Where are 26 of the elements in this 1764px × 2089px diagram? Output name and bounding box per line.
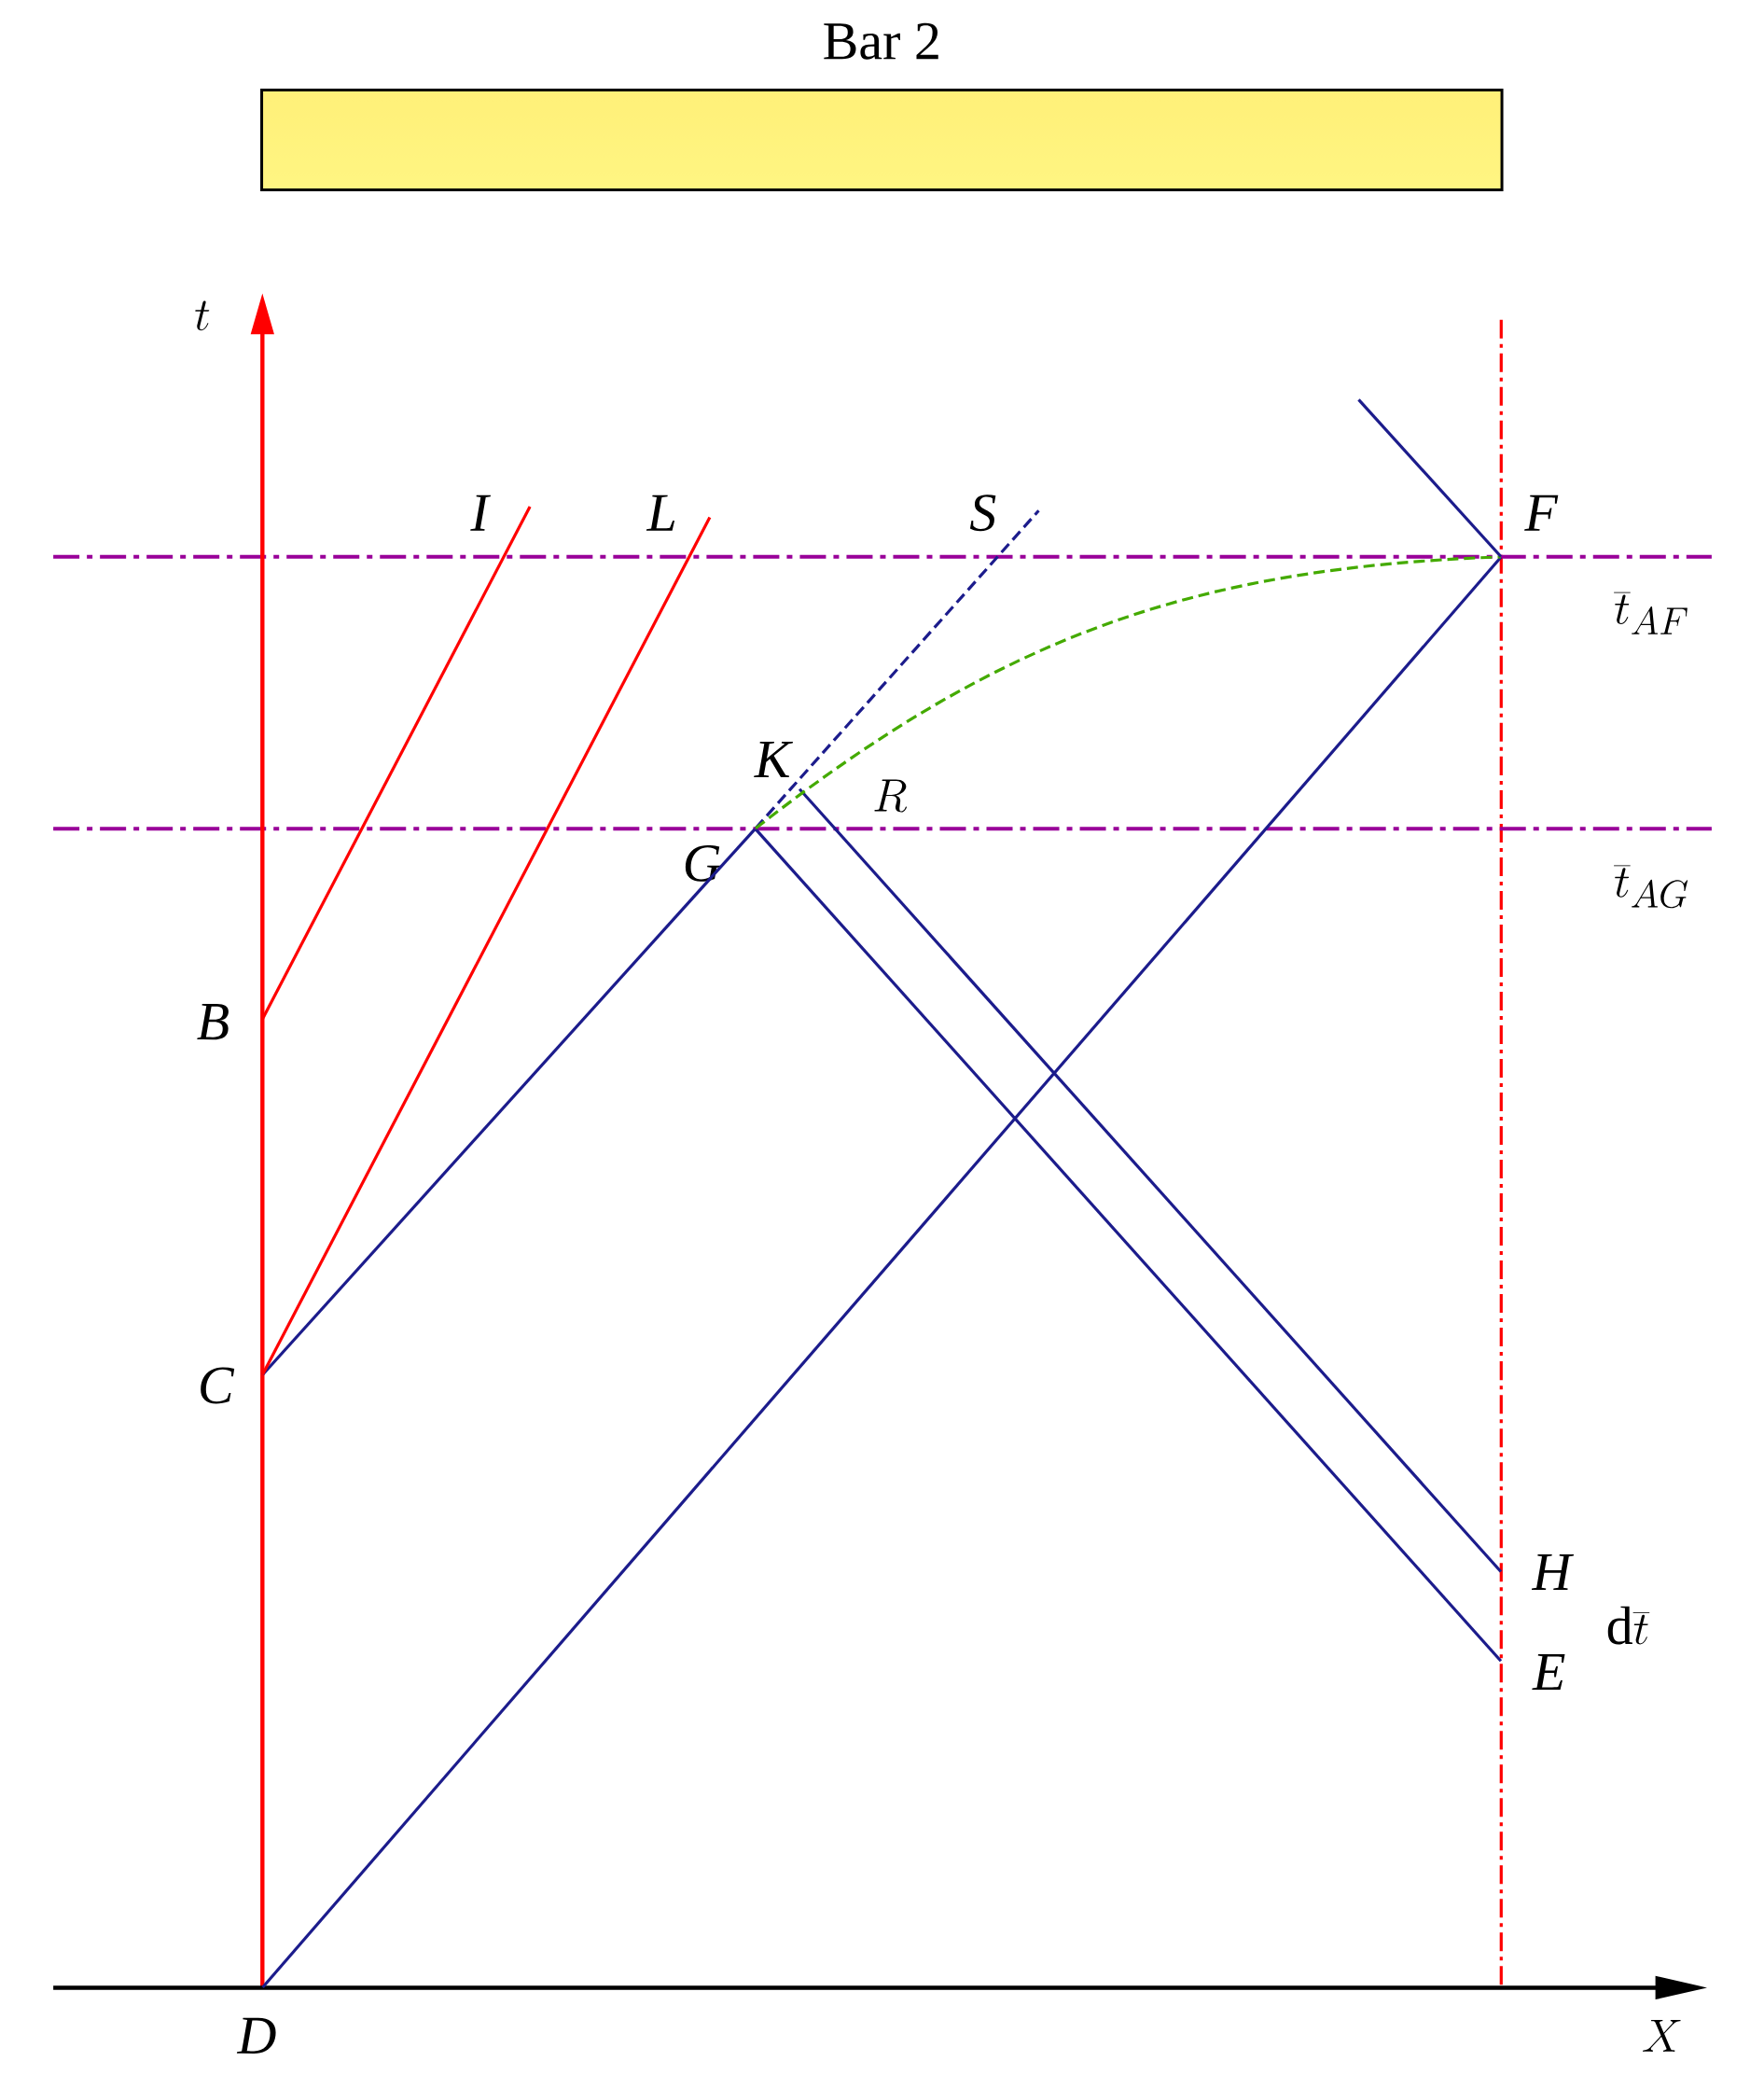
- point: F: [1524, 494, 1559, 531]
- point-label: $R$: [874, 779, 908, 813]
- world-line: [799, 787, 1503, 1573]
- world-line: [755, 555, 1502, 830]
- axis-label: $X$: [1643, 2019, 1681, 2052]
- point: I: [470, 494, 492, 531]
- world-line: [261, 516, 712, 1375]
- world-line: [261, 506, 532, 1020]
- point: S: [970, 494, 996, 532]
- point: H: [1532, 1553, 1575, 1590]
- bar: Bar 2: [260, 22, 1504, 191]
- point: K: [754, 741, 794, 777]
- point: L: [646, 494, 675, 531]
- point: C: [201, 1367, 235, 1404]
- world-line: [261, 556, 1503, 1989]
- point: D: [237, 2017, 276, 2054]
- world-line: [755, 828, 1503, 1663]
- point: B: [197, 1004, 229, 1040]
- axis-label: $t$: [195, 300, 210, 331]
- interval-label: $\mathrm{d}\overline{t}$: [1607, 1606, 1650, 1645]
- world-line: [261, 828, 757, 1376]
- node-label: Bar 2: [824, 22, 938, 60]
- world-line: [1357, 398, 1503, 558]
- line-label: $\overline{t}_{AF}$: [1614, 592, 1688, 634]
- line-label: $\overline{t}_{AG}$: [1614, 865, 1688, 909]
- point: E: [1532, 1654, 1565, 1690]
